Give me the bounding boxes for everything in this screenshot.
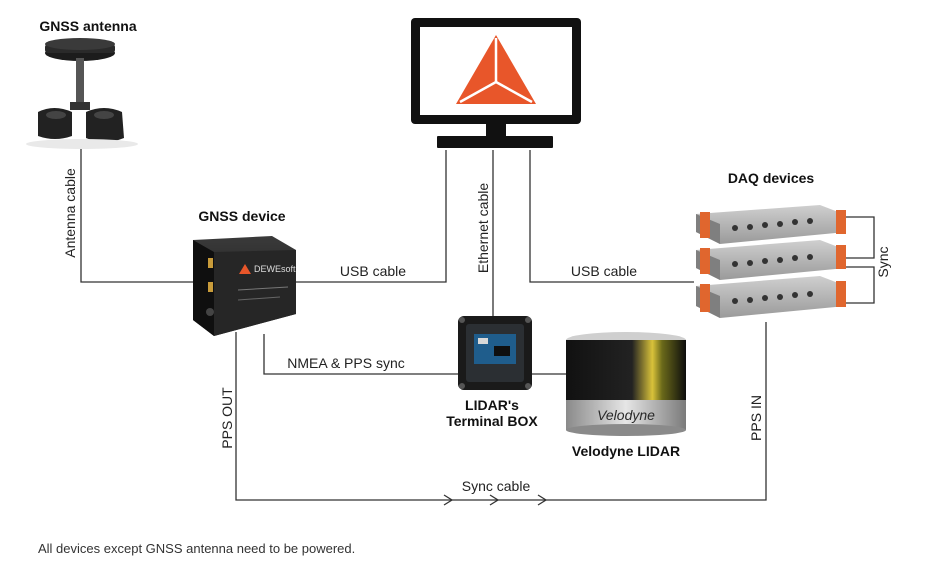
sync-cable-label: Sync cable <box>462 478 531 494</box>
usb-cable-right-label: USB cable <box>571 263 637 279</box>
daq-unit-3 <box>696 276 846 318</box>
antenna-cable-line <box>80 148 195 283</box>
lidar-terminal-box-image <box>458 316 532 390</box>
velodyne-lidar-image: Velodyne <box>566 332 686 436</box>
daq-sync-label: Sync <box>875 246 891 277</box>
nmea-sync-line <box>263 334 458 375</box>
usb-cable-right-line <box>529 150 694 283</box>
pps-sync-line <box>235 322 767 501</box>
daq-sync-bracket-top <box>846 216 875 259</box>
dewesoft-logo <box>456 35 536 104</box>
lidar-box-label-line1: LIDAR's <box>465 397 519 413</box>
computer-monitor <box>411 18 581 148</box>
wires <box>80 148 875 506</box>
velodyne-brand-text: Velodyne <box>597 407 655 423</box>
lidar-box-label-line2: Terminal BOX <box>446 413 538 429</box>
gnss-device-image: DEWEsoft <box>193 236 296 336</box>
sync-arrow-1 <box>443 494 454 506</box>
usb-cable-left-label: USB cable <box>340 263 406 279</box>
velodyne-lidar-label: Velodyne LIDAR <box>572 443 680 459</box>
gnss-antenna-label: GNSS antenna <box>39 18 136 34</box>
ethernet-cable-label: Ethernet cable <box>475 183 491 273</box>
gnss-antenna-image <box>26 38 138 149</box>
nmea-sync-label: NMEA & PPS sync <box>287 355 404 371</box>
pps-in-label: PPS IN <box>748 395 764 441</box>
daq-devices-image <box>696 205 846 318</box>
daq-unit-2 <box>696 240 846 280</box>
pps-out-label: PPS OUT <box>219 387 235 449</box>
daq-sync-bracket-bottom <box>846 266 875 304</box>
gnss-brand-text: DEWEsoft <box>254 264 296 274</box>
daq-devices-label: DAQ devices <box>728 170 815 186</box>
gnss-device-label: GNSS device <box>198 208 285 224</box>
usb-cable-left-line <box>295 150 447 283</box>
antenna-cable-label: Antenna cable <box>62 168 78 258</box>
sync-arrow-3 <box>537 494 548 506</box>
sync-arrow-2 <box>489 494 500 506</box>
power-note: All devices except GNSS antenna need to … <box>38 541 356 556</box>
daq-unit-1 <box>696 205 846 244</box>
